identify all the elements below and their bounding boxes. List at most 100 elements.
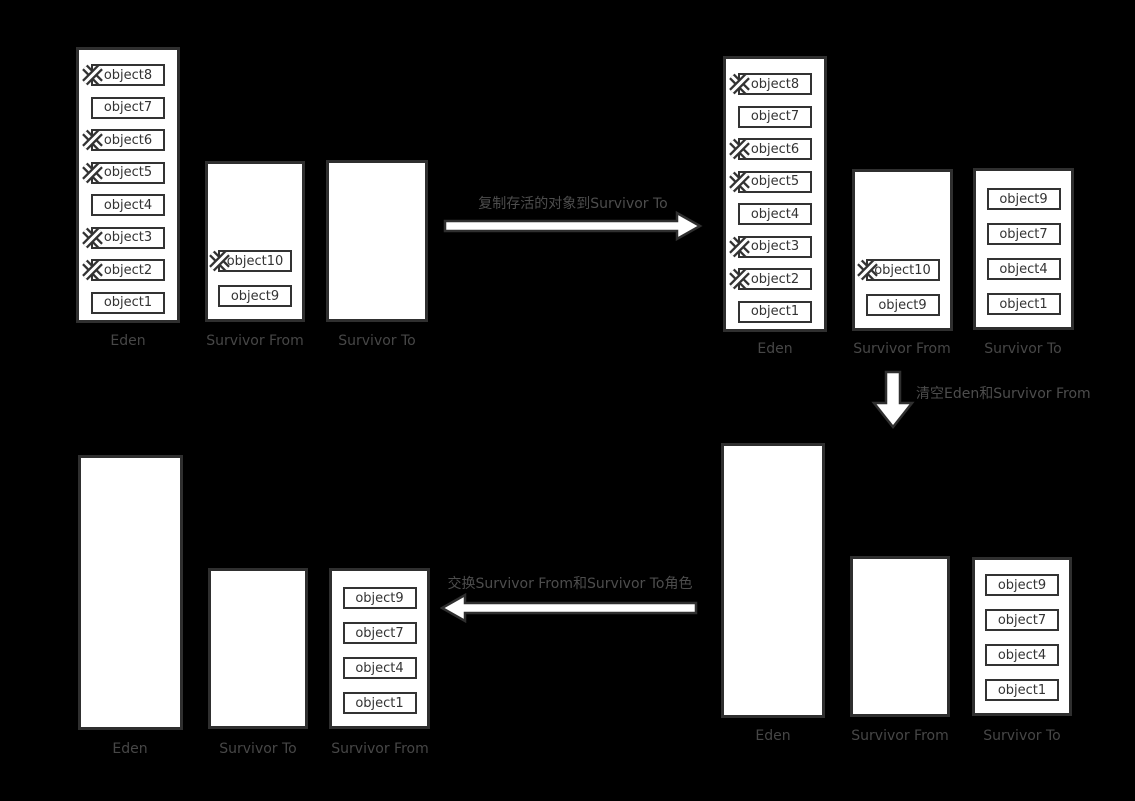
arrow-left-icon [440, 592, 698, 624]
object-label: object5 [103, 165, 153, 181]
object-label: object9 [878, 297, 927, 313]
memory-object-object8: object8 [82, 64, 165, 86]
box-label-survivor-from-stage3: Survivor From [851, 728, 949, 744]
memory-object-object8: object8 [729, 73, 812, 95]
caption-copy-step: 复制存活的对象到Survivor To [478, 196, 668, 212]
memory-object-object4: object4 [985, 644, 1059, 666]
arrow-right-icon [443, 210, 703, 242]
object-label: object9 [997, 577, 1047, 593]
object-label: object3 [103, 230, 153, 246]
dead-cross-icon [729, 73, 750, 95]
caption-swap-step: 交换Survivor From和Survivor To角色 [447, 576, 693, 592]
memory-object-object7: object7 [985, 609, 1059, 631]
dead-cross-icon [82, 129, 103, 151]
object-label: object4 [750, 206, 800, 222]
box-label-survivor-to-stage1: Survivor To [338, 333, 416, 349]
box-label-survivor-from-stage2: Survivor From [853, 341, 951, 357]
object-label: object1 [103, 295, 153, 311]
memory-object-object4: object4 [738, 203, 812, 226]
memory-box-survivor-from-stage3 [850, 556, 950, 717]
box-label-survivor-from-stage4: Survivor From [331, 741, 429, 757]
object-label: object10 [226, 253, 284, 269]
object-label: object8 [103, 67, 153, 83]
box-label-survivor-to-stage3: Survivor To [983, 728, 1061, 744]
memory-object-object2: object2 [729, 268, 812, 291]
memory-object-object6: object6 [82, 129, 165, 152]
caption-clear-step: 清空Eden和Survivor From [916, 386, 1091, 402]
dead-cross-icon [729, 138, 750, 160]
box-label-eden-stage2: Eden [757, 341, 793, 357]
object-label: object7 [750, 109, 800, 125]
object-label: object4 [999, 261, 1048, 277]
memory-object-object4: object4 [91, 194, 165, 217]
object-label: object7 [355, 625, 404, 641]
object-label: object4 [355, 660, 404, 676]
object-label: object7 [997, 612, 1047, 628]
dead-cross-icon [82, 227, 103, 249]
object-label: object10 [874, 262, 931, 278]
memory-object-object5: object5 [82, 161, 165, 184]
memory-object-object9: object9 [985, 574, 1059, 596]
memory-object-object3: object3 [82, 226, 165, 249]
object-label: object4 [103, 197, 153, 213]
memory-box-survivor-from-stage1: object10 object9 [205, 161, 305, 322]
dead-cross-icon [729, 236, 750, 258]
box-label-survivor-to-stage4: Survivor To [219, 741, 297, 757]
object-label: object9 [230, 288, 280, 304]
dead-cross-icon [209, 250, 230, 272]
memory-object-object5: object5 [729, 170, 812, 193]
object-label: object7 [999, 226, 1048, 242]
box-label-eden-stage3: Eden [755, 728, 791, 744]
memory-box-eden-stage3 [721, 443, 825, 718]
memory-object-object1: object1 [91, 291, 165, 314]
memory-object-object1: object1 [985, 679, 1059, 701]
memory-box-eden-stage1: object8 object7 object6 object5 object4 objec… [76, 47, 180, 323]
box-label-eden-stage1: Eden [110, 333, 146, 349]
object-label: object5 [750, 174, 800, 190]
dead-cross-icon [82, 64, 103, 86]
memory-object-object1: object1 [738, 300, 812, 323]
memory-object-object2: object2 [82, 259, 165, 282]
memory-box-survivor-from-stage2: object10 object9 [852, 169, 953, 331]
dead-cross-icon [729, 268, 750, 290]
dead-cross-icon [82, 259, 103, 281]
memory-object-object9: object9 [218, 285, 292, 307]
memory-object-object9: object9 [342, 587, 417, 609]
box-label-survivor-to-stage2: Survivor To [984, 341, 1062, 357]
memory-object-object9: object9 [986, 188, 1061, 210]
object-label: object2 [103, 262, 153, 278]
dead-cross-icon [82, 162, 103, 184]
memory-object-object3: object3 [729, 235, 812, 258]
memory-object-object7: object7 [342, 622, 417, 644]
memory-box-survivor-to-stage3: object9 object7 object4 object1 [972, 557, 1072, 716]
object-label: object1 [750, 304, 800, 320]
object-label: object2 [750, 271, 800, 287]
memory-box-eden-stage4 [78, 455, 183, 730]
object-label: object1 [355, 695, 404, 711]
object-label: object9 [355, 590, 404, 606]
object-label: object4 [997, 647, 1047, 663]
box-label-survivor-from-stage1: Survivor From [206, 333, 304, 349]
memory-object-object7: object7 [91, 96, 165, 119]
memory-box-survivor-to-stage2: object9 object7 object4 object1 [973, 168, 1074, 330]
arrow-down-icon [871, 370, 915, 430]
object-label: object8 [750, 76, 800, 92]
memory-object-object7: object7 [738, 105, 812, 128]
dead-cross-icon [856, 259, 878, 281]
object-label: object1 [999, 296, 1048, 312]
memory-box-survivor-to-stage1 [326, 160, 428, 322]
memory-object-object1: object1 [342, 692, 417, 714]
dead-cross-icon [729, 171, 750, 193]
memory-object-object10: object10 [856, 259, 940, 281]
memory-object-object7: object7 [986, 223, 1061, 245]
object-label: object3 [750, 239, 800, 255]
box-label-eden-stage4: Eden [112, 741, 148, 757]
memory-object-object10: object10 [209, 250, 292, 272]
memory-object-object1: object1 [986, 293, 1061, 315]
memory-object-object4: object4 [986, 258, 1061, 280]
object-label: object1 [997, 682, 1047, 698]
object-label: object7 [103, 100, 153, 116]
object-label: object9 [999, 191, 1048, 207]
object-label: object6 [103, 132, 153, 148]
